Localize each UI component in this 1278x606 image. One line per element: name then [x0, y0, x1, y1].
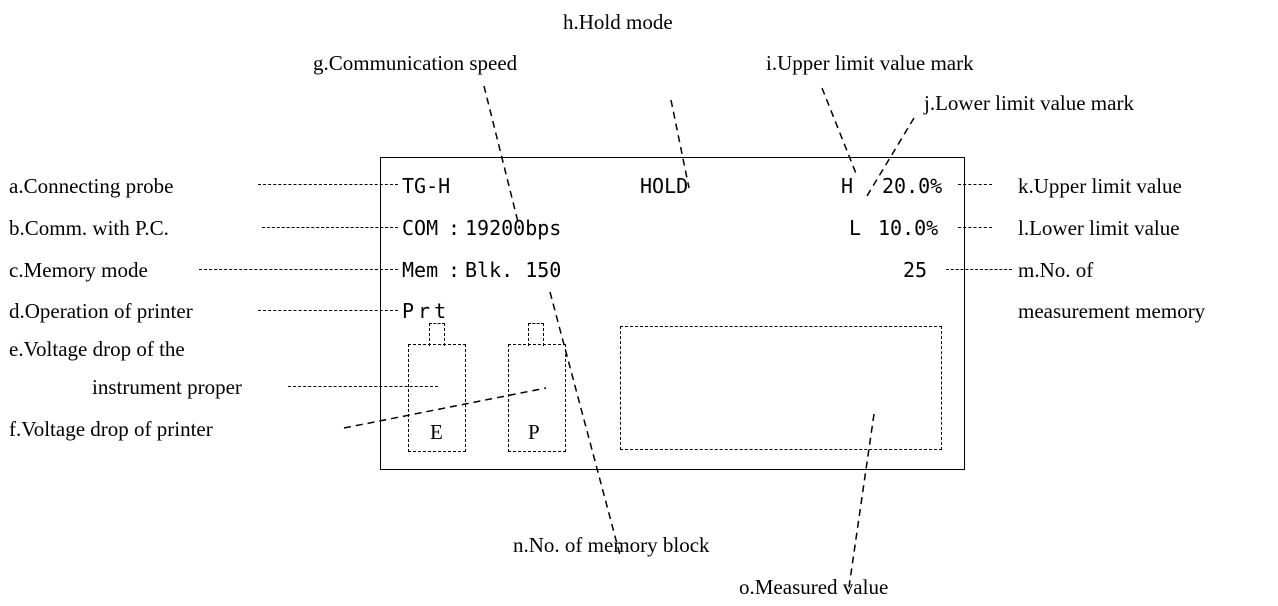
display-upper-mark: H [841, 174, 854, 198]
battery-p-icon [508, 344, 566, 452]
label-g: g.Communication speed [313, 51, 518, 75]
battery-p-cap [528, 323, 544, 346]
label-l: l.Lower limit value [1018, 216, 1180, 240]
lcd-frame [380, 157, 965, 470]
leader-b [262, 227, 398, 228]
leader-d [258, 310, 398, 311]
label-n: n.No. of memory block [513, 533, 710, 557]
label-c: c.Memory mode [9, 258, 148, 282]
leader-h [670, 99, 690, 189]
display-mem-label: Mem [402, 258, 439, 282]
display-lower-value: 10.0% [878, 216, 939, 240]
battery-e-cap [429, 323, 445, 346]
leader-g [483, 85, 520, 227]
label-m-line1: m.No. of [1018, 258, 1094, 282]
leader-o [847, 413, 875, 595]
label-f: f.Voltage drop of printer [9, 417, 213, 441]
label-k: k.Upper limit value [1018, 174, 1182, 198]
label-h: h.Hold mode [563, 10, 673, 34]
measured-value-area [620, 326, 942, 450]
label-e-line1: e.Voltage drop of the [9, 337, 185, 361]
leader-i [821, 87, 858, 177]
label-d: d.Operation of printer [9, 299, 193, 323]
label-b: b.Comm. with P.C. [9, 216, 169, 240]
leader-a [258, 184, 398, 185]
display-mem-sep: : [448, 258, 461, 282]
display-com-speed: 19200bps [465, 216, 562, 240]
leader-m [946, 269, 1012, 270]
display-lower-mark: L [849, 216, 862, 240]
leader-c [199, 269, 398, 270]
leader-k [958, 184, 992, 185]
display-mem-count: 25 [903, 258, 928, 282]
display-com-sep: : [448, 216, 461, 240]
battery-e-label: E [430, 420, 443, 444]
label-m-line2: measurement memory [1018, 299, 1206, 323]
leader-l [958, 227, 992, 228]
label-e-line2: instrument proper [92, 375, 242, 399]
label-o: o.Measured value [739, 575, 889, 599]
display-com-label: COM [402, 216, 439, 240]
display-hold: HOLD [640, 174, 689, 198]
label-i: i.Upper limit value mark [766, 51, 974, 75]
display-probe: TG-H [402, 174, 451, 198]
display-mem-block: Blk. 150 [465, 258, 562, 282]
leader-j [866, 117, 915, 197]
display-upper-value: 20.0% [882, 174, 943, 198]
display-printer: Prt [402, 299, 451, 323]
label-a: a.Connecting probe [9, 174, 174, 198]
battery-e-icon [408, 344, 466, 452]
leader-e [288, 386, 438, 387]
leader-n [549, 291, 621, 556]
battery-p-label: P [528, 420, 540, 444]
label-j: j.Lower limit value mark [924, 91, 1134, 115]
leader-f [343, 387, 547, 429]
